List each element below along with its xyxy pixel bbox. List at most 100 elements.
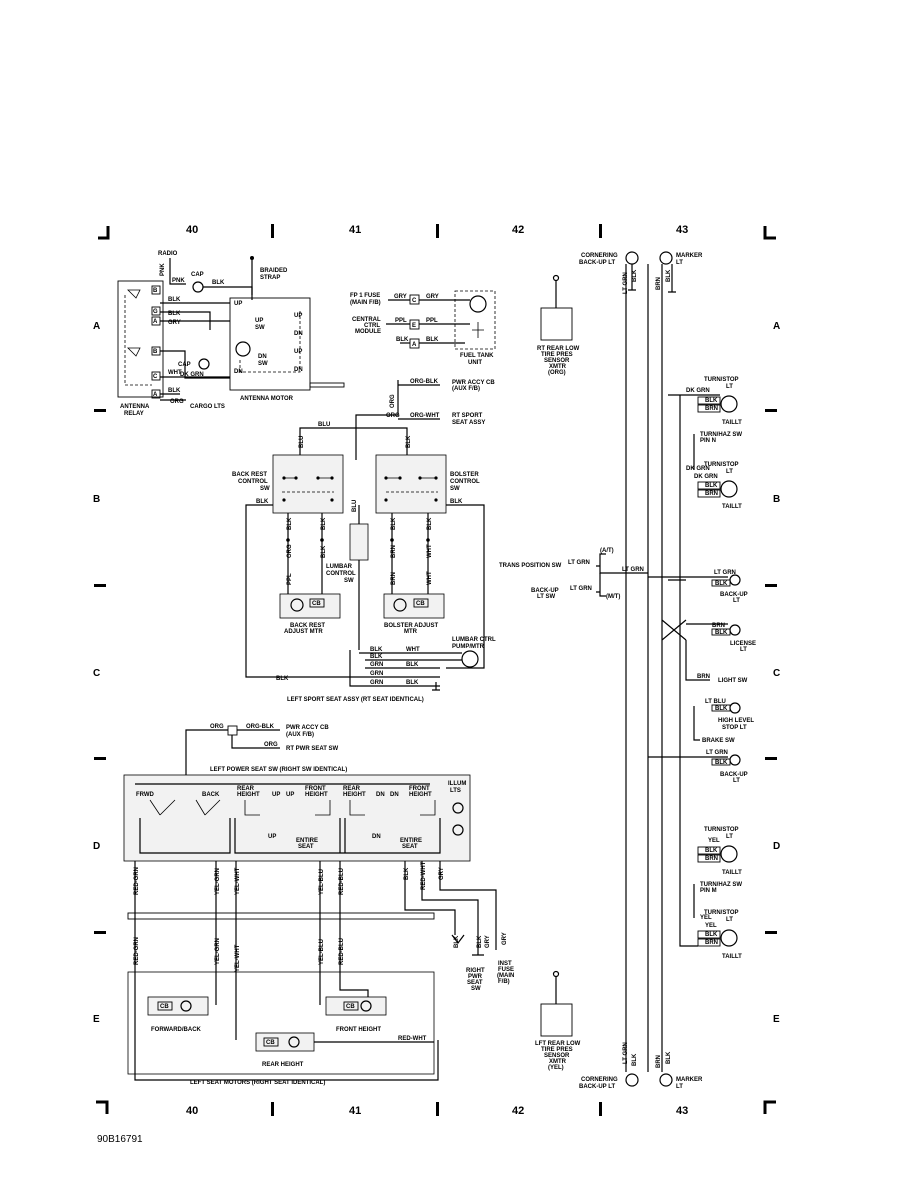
wire-label: ORG [210, 724, 224, 730]
taillt-label: TAILLT [722, 420, 742, 426]
wire-label: BLK [321, 545, 327, 558]
wire-label: BLK [666, 1051, 672, 1064]
braided-strap-label: STRAP [260, 275, 280, 281]
front-height-label: FRONT [305, 786, 326, 792]
wire-label: BLK [632, 1053, 638, 1066]
dn-sw-label: DN [258, 354, 267, 360]
right-pwr-seat-sw-label: RIGHT [466, 968, 485, 974]
license-lt-label: LICENSE [730, 641, 756, 647]
turn-stop-label: TURN/STOP [704, 827, 739, 833]
license-lt-label: LT [740, 647, 747, 653]
right-pwr-seat-sw-label: SW [471, 986, 481, 992]
fuel-tank-section: FP 1 FUSE (MAIN F/B) GRY CENTRAL CTRL MO… [350, 290, 496, 366]
antenna-motor-label: ANTENNA MOTOR [240, 396, 294, 402]
wire-label: BLU [352, 500, 358, 512]
antenna-section: RADIO PNK PNK CAP BLK BRAIDED STRAP B G … [117, 251, 345, 417]
pin-label: B [153, 288, 158, 294]
up-label: UP [272, 792, 280, 798]
wire-label: BRN [705, 491, 718, 497]
license-lamp [729, 624, 741, 636]
antenna-relay-label: RELAY [124, 411, 144, 417]
wire-label: GRN [370, 680, 383, 686]
turn-stop-label: TURN/STOP [704, 377, 739, 383]
antenna-motor-box [229, 297, 311, 391]
light-sw-label: LIGHT SW [718, 678, 748, 684]
cargo-lts-label: CARGO LTS [190, 404, 225, 410]
wire-label: BLK [715, 706, 728, 712]
wire-label: GRY [502, 932, 508, 945]
inst-fuse-label: F/B) [498, 979, 510, 985]
fuel-tank-label: FUEL TANK [460, 353, 494, 359]
bolster-sw-label: SW [450, 486, 460, 492]
turn-stop-label: TURN/STOP [704, 910, 739, 916]
back-up-lt-label: LT [733, 598, 740, 604]
back-up-lt-sw-label: BACK-UP [531, 588, 559, 594]
wire-label: YEL-BLU [319, 869, 325, 895]
column-label: 42 [512, 224, 524, 236]
turn-haz-label: TURN/HAZ SW [700, 432, 742, 438]
wire-label: ORG-BLK [410, 379, 439, 385]
wire-label: BLK [705, 398, 718, 404]
wire-label: YEL [705, 923, 717, 929]
row-label: E [93, 1014, 100, 1025]
wire-label: BRN [697, 674, 710, 680]
wire-label: ORG [390, 394, 396, 408]
row-label: B [773, 494, 780, 505]
entire-seat-label: ENTIRE [400, 838, 422, 844]
lft-rear-sensor-label: XMTR [549, 1059, 567, 1065]
cap-top-symbol [192, 281, 204, 293]
turn-stop-label: LT [726, 469, 733, 475]
wire-label: YEL [700, 915, 712, 921]
front-height-mtr-label: FRONT HEIGHT [336, 1027, 381, 1033]
frame-markers [94, 224, 777, 1116]
rt-pwr-seat-sw-label: RT PWR SEAT SW [286, 746, 339, 752]
back-rest-motor-box [279, 593, 341, 619]
front-height-label: FRONT [409, 786, 430, 792]
row-label: A [773, 321, 780, 332]
brake-sw-label: BRAKE SW [702, 738, 735, 744]
wire-label: BRN [656, 1055, 662, 1068]
lft-rear-sensor: LFT REAR LOW TIRE PRES SENSOR XMTR (YEL) [535, 970, 581, 1071]
left-seat-motors-label: LEFT SEAT MOTORS (RIGHT SEAT IDENTICAL) [190, 1080, 325, 1086]
pin-label: B [153, 349, 158, 355]
cornering-label: CORNERING [581, 1077, 618, 1083]
inst-fuse-label: INST [498, 961, 512, 967]
rt-rear-sensor-box [540, 307, 573, 341]
pin-label: G [153, 309, 158, 315]
back-up-lt-label: BACK-UP [720, 592, 748, 598]
illum-lamp-symbol [452, 824, 464, 836]
column-label: 41 [349, 224, 361, 236]
column-label: 40 [186, 1105, 198, 1117]
turn-stop-label: TURN/STOP [704, 462, 739, 468]
wire-label: ORG [386, 413, 400, 419]
fuel-tank-box [454, 290, 496, 350]
rt-rear-sensor-label: RT REAR LOW [537, 346, 580, 352]
inst-fuse-label: FUSE [498, 967, 514, 973]
wire-label: DN [234, 369, 243, 375]
wire-label: GRN [370, 671, 383, 677]
up-sw-label: UP [255, 318, 263, 324]
wire-label: BLU [318, 422, 330, 428]
row-label: C [93, 668, 100, 679]
cap-label: CAP [178, 362, 191, 368]
wire-label: YEL-GRN [215, 868, 221, 895]
wire-label: LT GRN [714, 570, 736, 576]
seat-motors-box [127, 971, 435, 1075]
wire-label: WHT [427, 544, 433, 558]
cornering-label: BACK-UP LT [579, 1084, 615, 1090]
rt-rear-sensor-label: XMTR [549, 364, 567, 370]
wire-label: BLK [632, 269, 638, 282]
wire-label: GRY [485, 935, 491, 948]
connector-strip [127, 912, 435, 920]
dn-sw-label: SW [258, 361, 268, 367]
wire-label: BLK [287, 517, 293, 530]
lft-rear-sensor-label: (YEL) [548, 1065, 564, 1071]
wire-label: PNK [172, 278, 185, 284]
wire-label: DK GRN [694, 474, 718, 480]
back-rest-mtr-label: ADJUST MTR [284, 629, 323, 635]
fuel-pump-symbol [469, 295, 487, 313]
turn-stop-lamp [720, 480, 738, 498]
wire-label: BLK [705, 932, 718, 938]
wire-label: UP [294, 313, 302, 319]
turn-stop-lamp [720, 845, 738, 863]
